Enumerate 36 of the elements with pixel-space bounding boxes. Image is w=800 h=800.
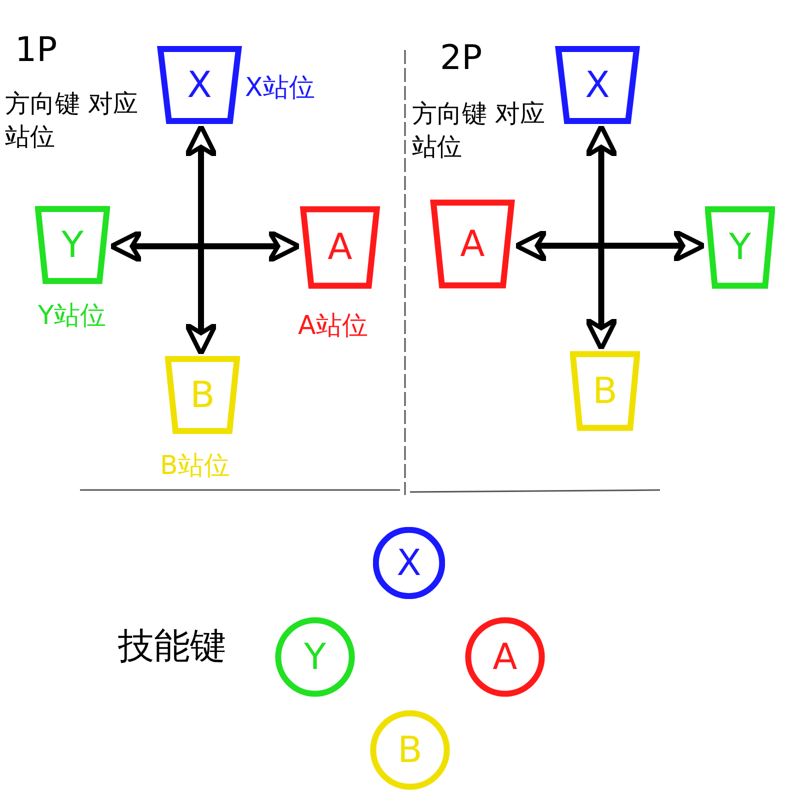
key-letter: X: [396, 542, 422, 584]
caption-label: 方向键 对应站位: [412, 98, 546, 162]
key-letter: B: [592, 370, 618, 412]
double-arrow: [108, 229, 302, 264]
key-box: [157, 45, 242, 125]
button-circle: [465, 617, 545, 697]
caption-label: 1P: [15, 30, 58, 70]
key-letter: Y: [304, 636, 326, 678]
key-letter: Y: [729, 227, 751, 268]
key-box: [165, 355, 240, 435]
key-letter: A: [492, 636, 518, 678]
key-letter: B: [398, 730, 422, 770]
double-arrow: [514, 228, 706, 263]
position-label: X站位: [245, 72, 315, 105]
button-circle: [370, 710, 450, 790]
key-letter: A: [460, 224, 485, 264]
caption-label: 方向键 对应站位: [5, 88, 139, 152]
key-letter: B: [190, 374, 215, 416]
key-letter: Y: [62, 224, 84, 266]
key-letter: X: [585, 64, 610, 106]
key-letter: A: [328, 227, 352, 268]
key-box: [35, 205, 110, 285]
key-box: [555, 45, 640, 125]
button-circle: [275, 617, 355, 697]
position-label: A站位: [298, 310, 368, 343]
key-box: [705, 205, 775, 290]
double-arrow: [184, 124, 218, 356]
caption-label: 2P: [440, 38, 482, 78]
key-box: [430, 198, 515, 290]
key-box: [570, 350, 640, 432]
double-arrow: [584, 124, 618, 352]
position-label: B站位: [160, 450, 230, 483]
key-letter: X: [187, 64, 212, 106]
position-label: Y站位: [38, 300, 106, 333]
heading-label: 技能键: [118, 625, 226, 669]
key-box: [300, 205, 380, 290]
